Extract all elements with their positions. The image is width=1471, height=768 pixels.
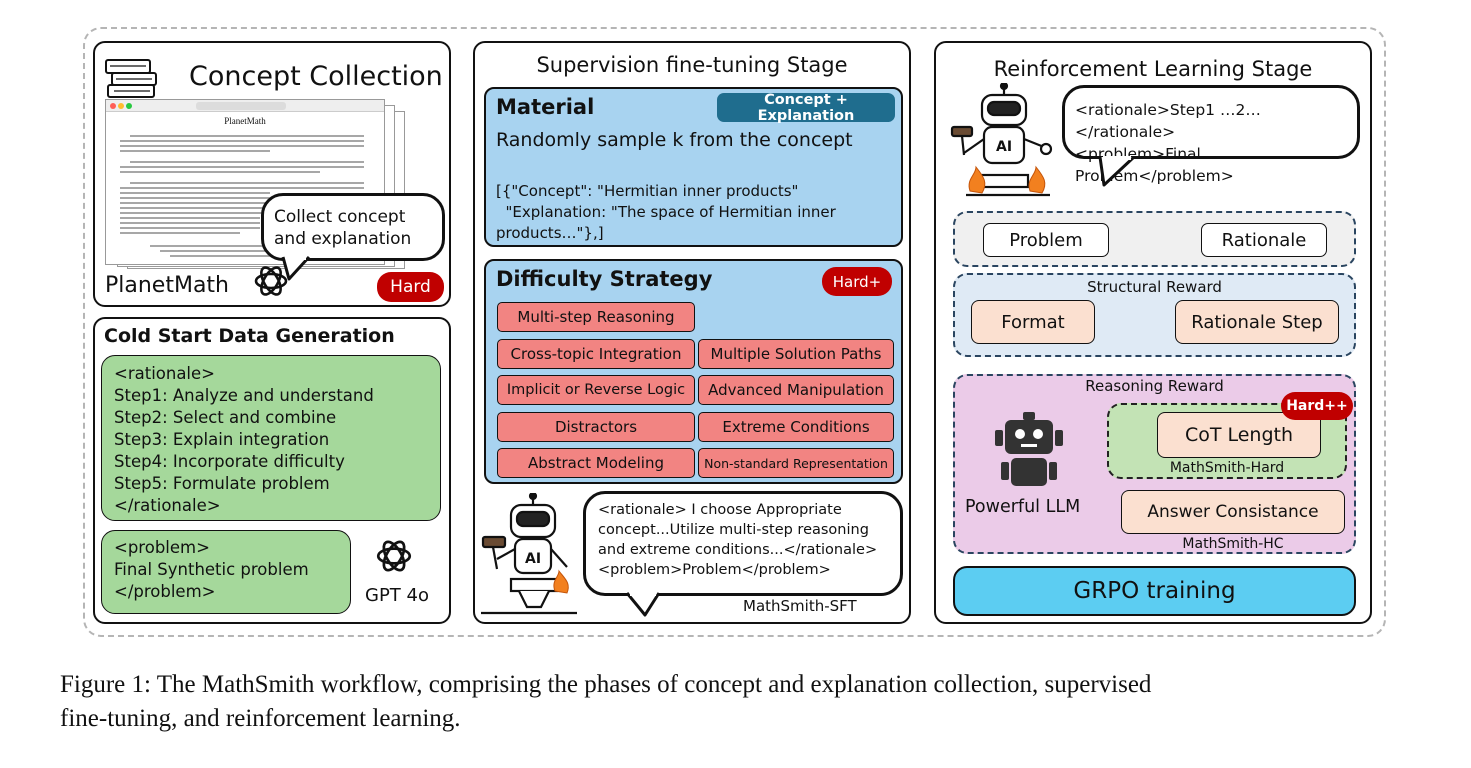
rationale-step-4: Step4: Incorporate difficulty — [114, 452, 345, 471]
problem-open-tag: <problem> — [114, 538, 210, 557]
sft-stage-panel: Supervision fine-tuning Stage Material C… — [473, 41, 911, 624]
structural-reward-title: Structural Reward — [1087, 278, 1222, 296]
problem-text: Final Synthetic problem — [114, 560, 309, 579]
format-reward: Format — [971, 300, 1095, 344]
strategy-extreme-conditions: Extreme Conditions — [698, 412, 894, 442]
material-line-1: [{"Concept": "Hermitian inner products" — [496, 182, 799, 200]
problem-box: Problem — [983, 223, 1109, 257]
sft-bubble-line-2: concept...Utilize multi-step reasoning — [598, 522, 869, 538]
browser-toolbar — [106, 100, 384, 112]
material-example: [{"Concept": "Hermitian inner products" … — [496, 181, 836, 244]
rationale-step-5: Step5: Formulate problem — [114, 474, 330, 493]
planetmath-label: PlanetMath — [105, 273, 229, 298]
reasoning-reward-group: Reasoning Reward Powerful LLM CoT Length… — [953, 374, 1356, 554]
hard-reward-group: CoT Length MathSmith-Hard — [1107, 403, 1347, 479]
strategy-implicit-logic: Implicit or Reverse Logic — [497, 375, 695, 405]
llm-robot-icon — [995, 412, 1063, 486]
sft-bubble-line-1: <rationale> I choose Appropriate — [598, 502, 842, 518]
input-group: Problem Rationale — [953, 211, 1356, 267]
rl-speech-bubble: <rationale>Step1 …2…</rationale> <proble… — [1062, 85, 1360, 185]
collect-bubble-text: Collect concept and explanation — [274, 207, 412, 249]
openai-logo-icon — [254, 266, 288, 296]
sft-speech-bubble: <rationale> I choose Appropriate concept… — [583, 491, 903, 596]
books-icon — [105, 59, 157, 98]
rationale-close-tag: </rationale> — [114, 496, 221, 515]
strategy-advanced-manipulation: Advanced Manipulation — [698, 375, 894, 405]
collect-speech-bubble: Collect concept and explanation — [261, 193, 445, 261]
rationale-box: Rationale — [1201, 223, 1327, 257]
sft-model-label: MathSmith-SFT — [743, 597, 857, 615]
sft-stage-title: Supervision fine-tuning Stage — [536, 53, 848, 77]
bubble-tail — [281, 255, 311, 281]
rationale-box: <rationale> Step1: Analyze and understan… — [101, 355, 441, 521]
page-text-lines — [120, 135, 364, 257]
rl-robot-icon: AI — [950, 83, 1053, 197]
material-line-3: products…"},] — [496, 224, 604, 242]
strategy-abstract-modeling: Abstract Modeling — [497, 448, 695, 478]
figure-frame — [83, 27, 1386, 637]
difficulty-strategy-box: Difficulty Strategy Hard+ Multi-step Rea… — [484, 259, 903, 484]
concept-explanation-badge: Concept + Explanation — [717, 92, 895, 124]
rationale-step-3: Step3: Explain integration — [114, 430, 330, 449]
gpt-logo-icon — [376, 540, 412, 572]
material-title: Material — [496, 95, 595, 119]
caption-line-1: Figure 1: The MathSmith workflow, compri… — [60, 671, 1152, 698]
rl-stage-panel: Reinforcement Learning Stage AI <rationa… — [934, 41, 1372, 624]
difficulty-strategy-title: Difficulty Strategy — [496, 267, 713, 291]
sft-bubble-line-3: and extreme conditions...</rationale> — [598, 542, 878, 558]
strategy-multi-step: Multi-step Reasoning — [497, 302, 695, 332]
svg-text:AI: AI — [996, 139, 1012, 155]
strategy-non-standard: Non-standard Representation — [698, 448, 894, 478]
material-line-2: "Explanation: "The space of Hermitian in… — [496, 203, 836, 221]
rl-bubble-tail — [1098, 155, 1136, 187]
svg-text:AI: AI — [525, 551, 541, 567]
close-dot-icon — [110, 103, 116, 109]
hard-plus-badge: Hard+ — [822, 267, 892, 296]
strategy-multiple-paths: Multiple Solution Paths — [698, 339, 894, 369]
rationale-step-1: Step1: Analyze and understand — [114, 386, 374, 405]
sft-bubble-tail — [625, 592, 661, 617]
mathsmith-hard-label: MathSmith-Hard — [1169, 460, 1285, 476]
figure-caption: Figure 1: The MathSmith workflow, compri… — [60, 668, 1450, 736]
hard-plus-plus-badge: Hard++ — [1281, 392, 1353, 420]
address-bar — [196, 102, 286, 110]
browser-page-title: PlanetMath — [224, 116, 266, 126]
rl-bubble-line-1: <rationale>Step1 …2…</rationale> — [1075, 101, 1261, 141]
hard-badge: Hard — [377, 272, 444, 302]
strategy-cross-topic: Cross-topic Integration — [497, 339, 695, 369]
mathsmith-hc-label: MathSmith-HC — [1182, 536, 1284, 552]
caption-line-2: fine-tuning, and reinforcement learning. — [60, 705, 461, 732]
structural-reward-group: Structural Reward Format Rationale Step — [953, 273, 1356, 357]
rationale-open-tag: <rationale> — [114, 364, 215, 383]
answer-consistance-reward: Answer Consistance — [1121, 490, 1345, 534]
gpt-model-label: GPT 4o — [365, 585, 429, 606]
maximize-dot-icon — [126, 103, 132, 109]
rationale-step-reward: Rationale Step — [1175, 300, 1339, 344]
powerful-llm-label: Powerful LLM — [965, 497, 1081, 517]
sft-robot-icon: AI — [481, 493, 577, 615]
concept-collection-title: Concept Collection — [189, 61, 443, 92]
cold-start-title: Cold Start Data Generation — [104, 325, 395, 347]
minimize-dot-icon — [118, 103, 124, 109]
material-subtitle: Randomly sample k from the concept — [496, 129, 853, 151]
sft-bubble-line-4: <problem>Problem</problem> — [598, 562, 831, 578]
rationale-step-2: Step2: Select and combine — [114, 408, 337, 427]
concept-collection-panel: Concept Collection PlanetMath Collect co… — [93, 41, 451, 307]
grpo-training-box: GRPO training — [953, 566, 1356, 616]
problem-box: <problem> Final Synthetic problem </prob… — [101, 530, 351, 614]
material-box: Material Concept + Explanation Randomly … — [484, 87, 903, 247]
problem-close-tag: </problem> — [114, 582, 216, 601]
rl-stage-title: Reinforcement Learning Stage — [993, 57, 1313, 81]
reasoning-reward-title: Reasoning Reward — [1085, 377, 1224, 395]
cold-start-panel: Cold Start Data Generation <rationale> S… — [93, 317, 451, 624]
strategy-distractors: Distractors — [497, 412, 695, 442]
